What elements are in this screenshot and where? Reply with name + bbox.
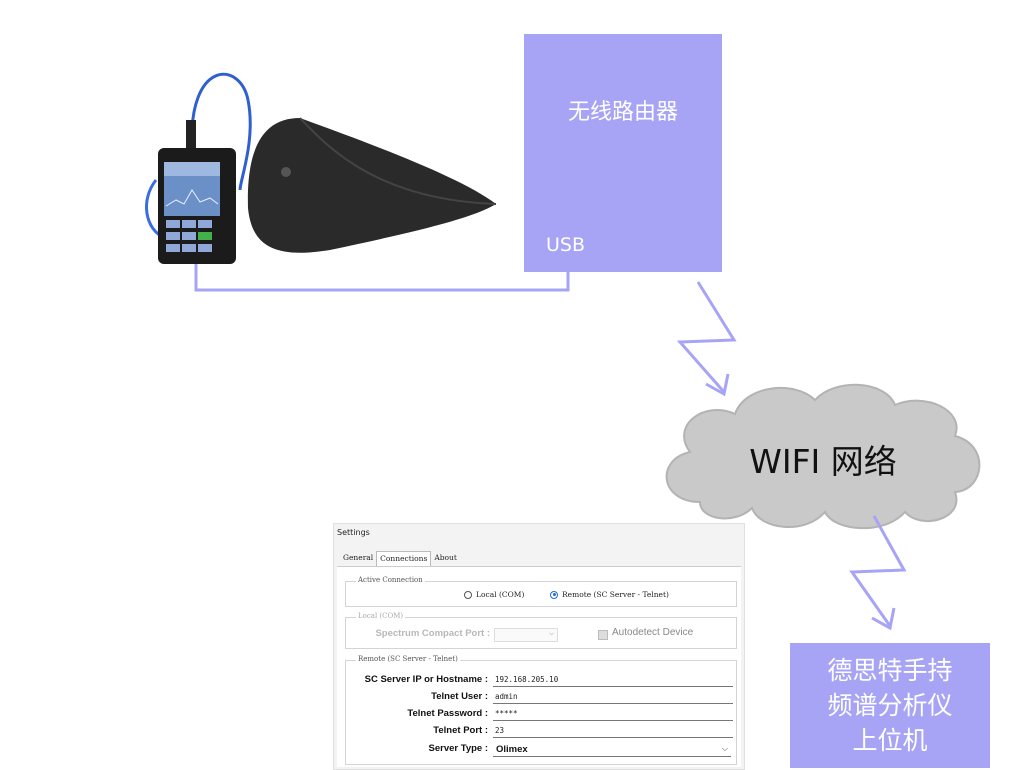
router-usb-label: USB <box>546 234 586 256</box>
settings-window-title: Settings <box>337 528 370 537</box>
telnet-password-input[interactable]: ***** <box>493 708 733 721</box>
telnet-password-label: Telnet Password : <box>407 708 488 719</box>
active-connection-legend: Active Connection <box>356 576 425 584</box>
settings-tabs: General Connections About <box>340 551 460 566</box>
settings-window: Settings General Connections About Activ… <box>333 523 745 770</box>
radio-local-com-label: Local (COM) <box>476 590 525 599</box>
host-pc-box: 德思特手持 频谱分析仪 上位机 <box>790 643 990 768</box>
usb-cable <box>194 262 570 292</box>
host-pc-label-line: 德思特手持 <box>827 656 953 685</box>
radio-remote-telnet-label: Remote (SC Server - Telnet) <box>562 590 669 599</box>
wifi-network-label: WIFI 网络 <box>749 442 897 481</box>
remote-telnet-legend: Remote (SC Server - Telnet) <box>356 655 460 663</box>
wifi-cloud <box>665 383 981 530</box>
server-type-value: Olimex <box>496 744 528 755</box>
tab-general[interactable]: General <box>343 553 374 562</box>
sc-server-host-label: SC Server IP or Hostname : <box>364 674 488 685</box>
radio-local-com-indicator <box>464 590 472 599</box>
connections-panel: Active Connection Local (COM) Remote (SC… <box>337 566 741 767</box>
tab-connections[interactable]: Connections <box>376 551 432 566</box>
radio-local-com[interactable]: Local (COM) <box>464 590 524 599</box>
spectrum-compact-port-label: Spectrum Compact Port : <box>375 628 490 639</box>
host-pc-label-line: 频谱分析仪 <box>827 691 953 720</box>
host-pc-label-line: 上位机 <box>852 726 928 755</box>
sc-server-host-input[interactable]: 192.168.205.10 <box>493 674 733 687</box>
chevron-down-icon: ⌵ <box>721 744 728 753</box>
spectrum-compact-port-select[interactable]: ⌵ <box>494 628 558 642</box>
wireless-arrow-router-to-cloud <box>676 281 737 397</box>
telnet-port-input[interactable]: 23 <box>493 725 733 738</box>
wireless-arrow-cloud-to-pc <box>849 515 907 631</box>
telnet-port-label: Telnet Port : <box>433 725 488 736</box>
spectrum-analyzer-device <box>145 72 497 264</box>
autodetect-device-checkbox[interactable] <box>598 630 608 640</box>
wireless-router-box: 无线路由器 USB <box>524 34 722 272</box>
radio-remote-telnet[interactable]: Remote (SC Server - Telnet) <box>550 590 669 599</box>
local-com-group: Local (COM) Spectrum Compact Port : ⌵ Au… <box>345 612 737 649</box>
tab-about[interactable]: About <box>434 553 457 562</box>
telnet-user-label: Telnet User : <box>431 691 488 702</box>
radio-remote-telnet-indicator <box>550 590 558 599</box>
host-pc-label: 德思特手持 频谱分析仪 上位机 <box>790 653 990 758</box>
remote-telnet-group: Remote (SC Server - Telnet) SC Server IP… <box>345 655 737 765</box>
local-com-legend: Local (COM) <box>356 612 406 620</box>
telnet-user-input[interactable]: admin <box>493 691 733 704</box>
active-connection-group: Active Connection Local (COM) Remote (SC… <box>345 576 737 607</box>
autodetect-device-label: Autodetect Device <box>612 627 694 638</box>
server-type-label: Server Type : <box>428 743 489 754</box>
chevron-down-icon: ⌵ <box>549 628 554 637</box>
server-type-select[interactable]: Olimex ⌵ <box>493 743 731 757</box>
router-title: 无线路由器 <box>567 100 678 125</box>
